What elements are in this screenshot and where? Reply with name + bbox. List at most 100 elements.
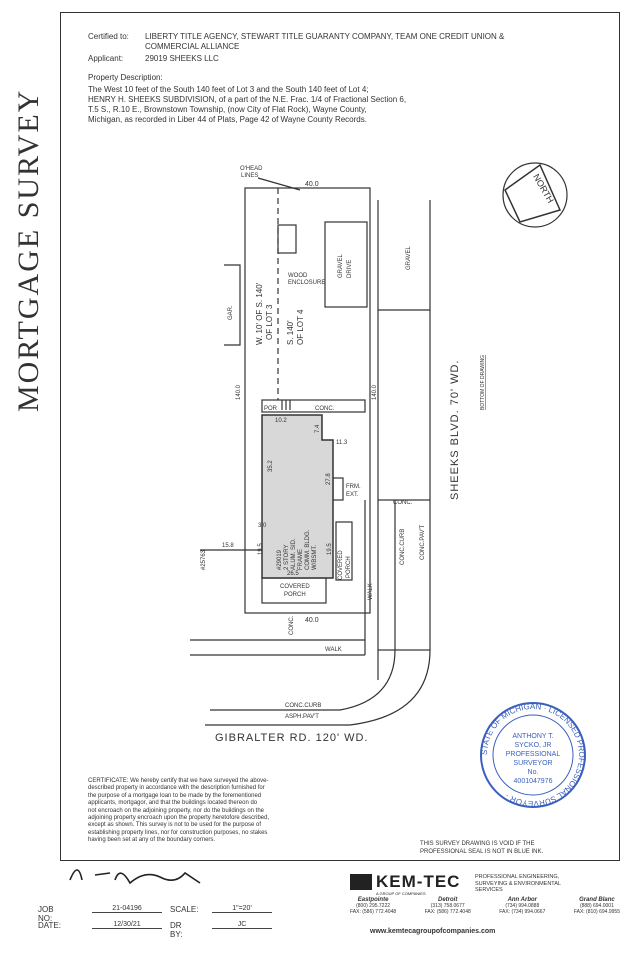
survey-frame bbox=[60, 12, 620, 861]
north-label: NORTH bbox=[531, 172, 556, 205]
scale-label: SCALE: bbox=[170, 905, 199, 914]
property-boundary bbox=[244, 187, 371, 614]
covered-porch-right bbox=[335, 521, 353, 581]
applicant-label: Applicant: bbox=[88, 54, 124, 63]
lot4-label-2: OF LOT 4 bbox=[296, 309, 305, 345]
dim-7-4: 7.4 bbox=[315, 424, 321, 433]
conc-pavt-right: CONC.PAV'T bbox=[420, 524, 426, 560]
date-label: DATE: bbox=[38, 921, 61, 930]
top-dim: 40.0 bbox=[305, 181, 319, 188]
asph-label: ASPH.PAV'T bbox=[285, 714, 319, 720]
office-grand-blanc: Grand Blanc (888) 694.0001 FAX: (810) 69… bbox=[573, 897, 620, 915]
dim-15-8: 15.8 bbox=[222, 543, 234, 549]
company-tagline: A GROUP OF COMPANIES bbox=[376, 891, 426, 896]
seal-title-1: PROFESSIONAL bbox=[505, 751, 561, 758]
seal-no: No. bbox=[527, 769, 539, 776]
dim-3-0: 3.0 bbox=[258, 523, 267, 529]
cert-line-8: establishing property lines, nor for con… bbox=[88, 829, 268, 836]
dr-value: JC bbox=[212, 921, 272, 929]
dim-27-8: 27.8 bbox=[326, 473, 332, 485]
job-value: 21-04196 bbox=[92, 905, 162, 913]
company-name: KEM-TEC bbox=[376, 872, 461, 891]
gar-label: GAR. bbox=[228, 305, 234, 320]
walk-label: WALK bbox=[325, 647, 342, 653]
right-conc bbox=[377, 499, 431, 651]
company-website[interactable]: www.kemtecagroupofcompanies.com bbox=[370, 928, 496, 935]
conc-pad-top bbox=[261, 399, 366, 413]
neighbor-garage bbox=[224, 264, 241, 346]
conc-curb-label: CONC.CURB bbox=[285, 703, 321, 709]
frm-label: FRM. bbox=[346, 484, 361, 490]
gravel-label: GRAVEL bbox=[406, 245, 412, 270]
signature bbox=[69, 869, 201, 885]
scale-value: 1"=20' bbox=[212, 905, 272, 913]
bldg-line-5: COMM. BLDG. bbox=[305, 529, 311, 570]
description-line-4: Michigan, as recorded in Liber 44 of Pla… bbox=[88, 115, 367, 124]
left-dim: 140.0 bbox=[236, 384, 242, 400]
porch-label-2: PORCH bbox=[346, 556, 352, 578]
dim-19-5-right: 19.5 bbox=[327, 543, 333, 555]
north-circle bbox=[502, 162, 568, 228]
description-line-3: T.5 S., R.10 E., Brownstown Township, (n… bbox=[88, 105, 367, 114]
certified-text-2: COMMERCIAL ALLIANCE bbox=[145, 42, 240, 51]
office-detroit: Detroit (313) 758.0677 FAX: (586) 772.40… bbox=[424, 897, 471, 915]
office-eastpointe: Eastpointe (800) 295.7222 FAX: (586) 772… bbox=[350, 897, 397, 915]
enclosure-label: ENCLOSURE bbox=[288, 280, 325, 286]
bldg-line-4: FRAME bbox=[298, 549, 304, 570]
covered-porch-bottom bbox=[261, 577, 327, 604]
lines-label: LINES bbox=[241, 173, 258, 179]
ohead-line bbox=[257, 177, 301, 191]
curb-curve bbox=[210, 500, 396, 711]
services-line-3: SERVICES bbox=[475, 887, 503, 893]
walk-vertical-label: WALK bbox=[368, 583, 374, 600]
cert-line-9: having been set at any of the boundary c… bbox=[88, 837, 216, 844]
right-dim: 140.0 bbox=[372, 384, 378, 400]
services-line-1: PROFESSIONAL ENGINEERING, bbox=[475, 874, 560, 880]
side-title: MORTGAGE SURVEY bbox=[12, 89, 45, 412]
lot3-label-2: OF LOT 3 bbox=[265, 304, 274, 340]
gravel-area bbox=[377, 200, 431, 311]
building-footprint bbox=[261, 414, 334, 579]
certified-label: Certified to: bbox=[88, 32, 129, 41]
void-line-2: PROFESSIONAL SEAL IS NOT IN BLUE INK. bbox=[420, 849, 544, 855]
bldg-line-1: #29019 bbox=[277, 549, 283, 570]
cert-line-7: except as shown. This survey is not to b… bbox=[88, 822, 261, 829]
certified-text: LIBERTY TITLE AGENCY, STEWART TITLE GUAR… bbox=[145, 32, 505, 41]
frame-ext bbox=[332, 477, 344, 501]
wood-label: WOOD bbox=[288, 273, 308, 279]
cert-line-6: adjoining property encroach upon the pro… bbox=[88, 815, 270, 822]
ext-label: EXT. bbox=[346, 492, 359, 498]
seal-name-1: ANTHONY T. bbox=[512, 733, 554, 740]
porch-label: PORCH bbox=[284, 592, 306, 598]
cert-line-4: applicants, mortgagor, and that the buil… bbox=[88, 800, 258, 807]
cert-line-3: the purpose of a mortgage loan to be mad… bbox=[88, 792, 262, 799]
dim-10-2: 10.2 bbox=[275, 418, 287, 424]
curb-curve-outer bbox=[205, 649, 431, 726]
conc-right-label: CONC. bbox=[393, 500, 413, 506]
dim-26-5: 26.5 bbox=[287, 571, 299, 577]
conc-curb-right: CONC.CURB bbox=[400, 529, 406, 565]
por-label: POR bbox=[264, 406, 278, 412]
void-line-1: THIS SURVEY DRAWING IS VOID IF THE bbox=[420, 841, 535, 847]
office-ann-arbor: Ann Arbor (734) 994.0888 FAX: (734) 994.… bbox=[499, 897, 546, 915]
lot4-label: S. 140' bbox=[286, 320, 295, 345]
north-arrow bbox=[504, 163, 562, 223]
covered-porch-label-2: COVERED bbox=[338, 550, 344, 580]
ohead-label: O'HEAD bbox=[240, 166, 263, 172]
gravel-drive bbox=[324, 221, 368, 308]
description-line-2: HENRY H. SHEEKS SUBDIVISION, of a part o… bbox=[88, 95, 407, 104]
bottom-dim: 40.0 bbox=[305, 617, 319, 624]
description-label: Property Description: bbox=[88, 73, 163, 82]
cert-line-1: CERTIFICATE: We hereby certify that we h… bbox=[88, 778, 269, 784]
covered-porch-label: COVERED bbox=[280, 584, 310, 590]
applicant-value: 29019 SHEEKS LLC bbox=[145, 54, 219, 63]
dim-19-5-left: 19.5 bbox=[258, 543, 264, 555]
house-number: #25763 bbox=[201, 549, 207, 570]
sheeks-blvd: SHEEKS BLVD. 70' WD. bbox=[449, 360, 461, 501]
bottom-of-drawing: BOTTOM OF DRAWING bbox=[480, 355, 486, 410]
dim-35-2: 35.2 bbox=[268, 460, 274, 472]
gravel-drive-label: GRAVEL bbox=[338, 253, 344, 278]
kemtec-logo-icon bbox=[350, 874, 372, 890]
bldg-line-6: W/BSMT. bbox=[312, 545, 318, 570]
